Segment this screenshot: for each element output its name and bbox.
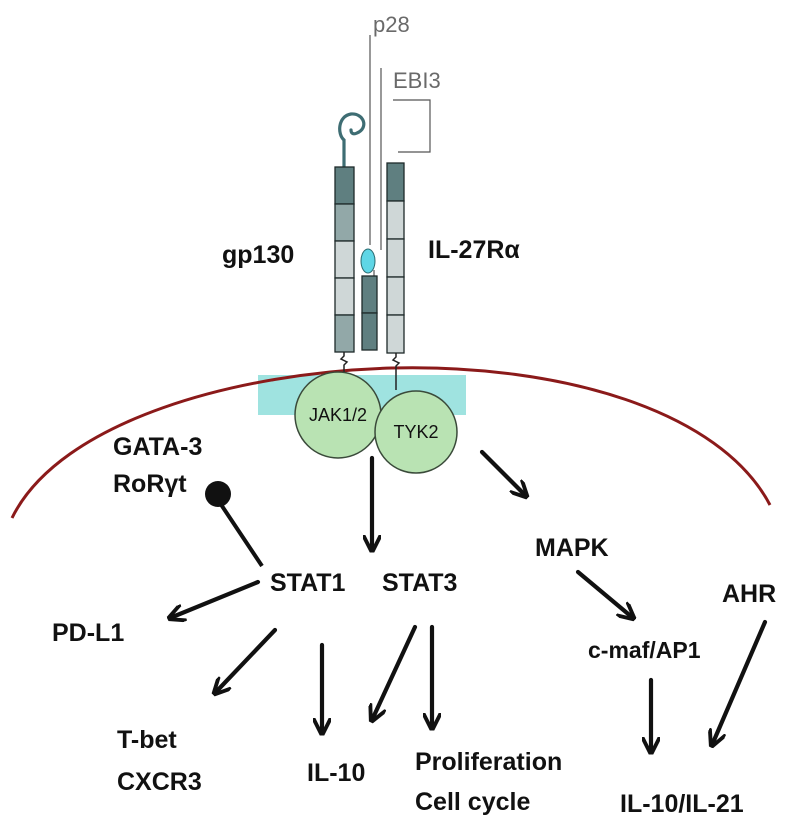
arrow-stat1-to-pdl1 bbox=[170, 579, 261, 618]
pathway-arrows bbox=[170, 449, 768, 752]
il27ra-tm-icon bbox=[391, 353, 401, 390]
proliferation-label: Proliferation bbox=[415, 748, 562, 776]
gp130-loop-icon bbox=[338, 112, 366, 169]
il27ra-label: IL-27Rα bbox=[428, 236, 520, 264]
pdl1-label: PD-L1 bbox=[52, 619, 124, 647]
jak-kinase: JAK1/2 bbox=[294, 371, 382, 459]
arrow-mapk-to-cmaf bbox=[575, 569, 633, 618]
inhibition-bulb-icon bbox=[205, 481, 231, 507]
tbet-label: T-bet bbox=[117, 726, 177, 754]
rorgt-label: RoRγt bbox=[113, 470, 187, 498]
ebi3-label: EBI3 bbox=[393, 68, 441, 93]
p28-label: p28 bbox=[373, 12, 410, 37]
jak-label: JAK1/2 bbox=[309, 405, 367, 425]
cmaf-label: c-maf/AP1 bbox=[588, 637, 701, 663]
cell-membrane bbox=[10, 366, 772, 519]
cxcr3-label: CXCR3 bbox=[117, 768, 202, 796]
arrow-ahr-to-il10il21 bbox=[712, 619, 768, 745]
il10il21-label: IL-10/IL-21 bbox=[620, 790, 744, 818]
tyk2-kinase: TYK2 bbox=[374, 390, 458, 474]
stat1-label: STAT1 bbox=[270, 569, 346, 597]
gp130-label: gp130 bbox=[222, 241, 294, 269]
ahr-label: AHR bbox=[722, 580, 776, 608]
ligand-lines bbox=[369, 35, 431, 276]
il27ra-receptor bbox=[386, 162, 405, 354]
tyk2-label: TYK2 bbox=[393, 422, 438, 442]
gata3-label: GATA-3 bbox=[113, 433, 202, 461]
cellcycle-label: Cell cycle bbox=[415, 788, 530, 816]
gp130-receptor bbox=[334, 166, 355, 353]
gp130-tm-icon bbox=[339, 352, 349, 372]
mapk-label: MAPK bbox=[535, 534, 609, 562]
arrow-stat1-to-tbet bbox=[215, 627, 278, 693]
ebi3-short-chain bbox=[361, 275, 378, 351]
arrow-stat3-to-il10 bbox=[372, 624, 418, 720]
il10-label: IL-10 bbox=[307, 759, 365, 787]
inhibition-line bbox=[216, 498, 264, 568]
stat3-label: STAT3 bbox=[382, 569, 457, 597]
p28-bead bbox=[360, 248, 376, 274]
arrow-tyk2-to-mapk bbox=[479, 449, 526, 496]
